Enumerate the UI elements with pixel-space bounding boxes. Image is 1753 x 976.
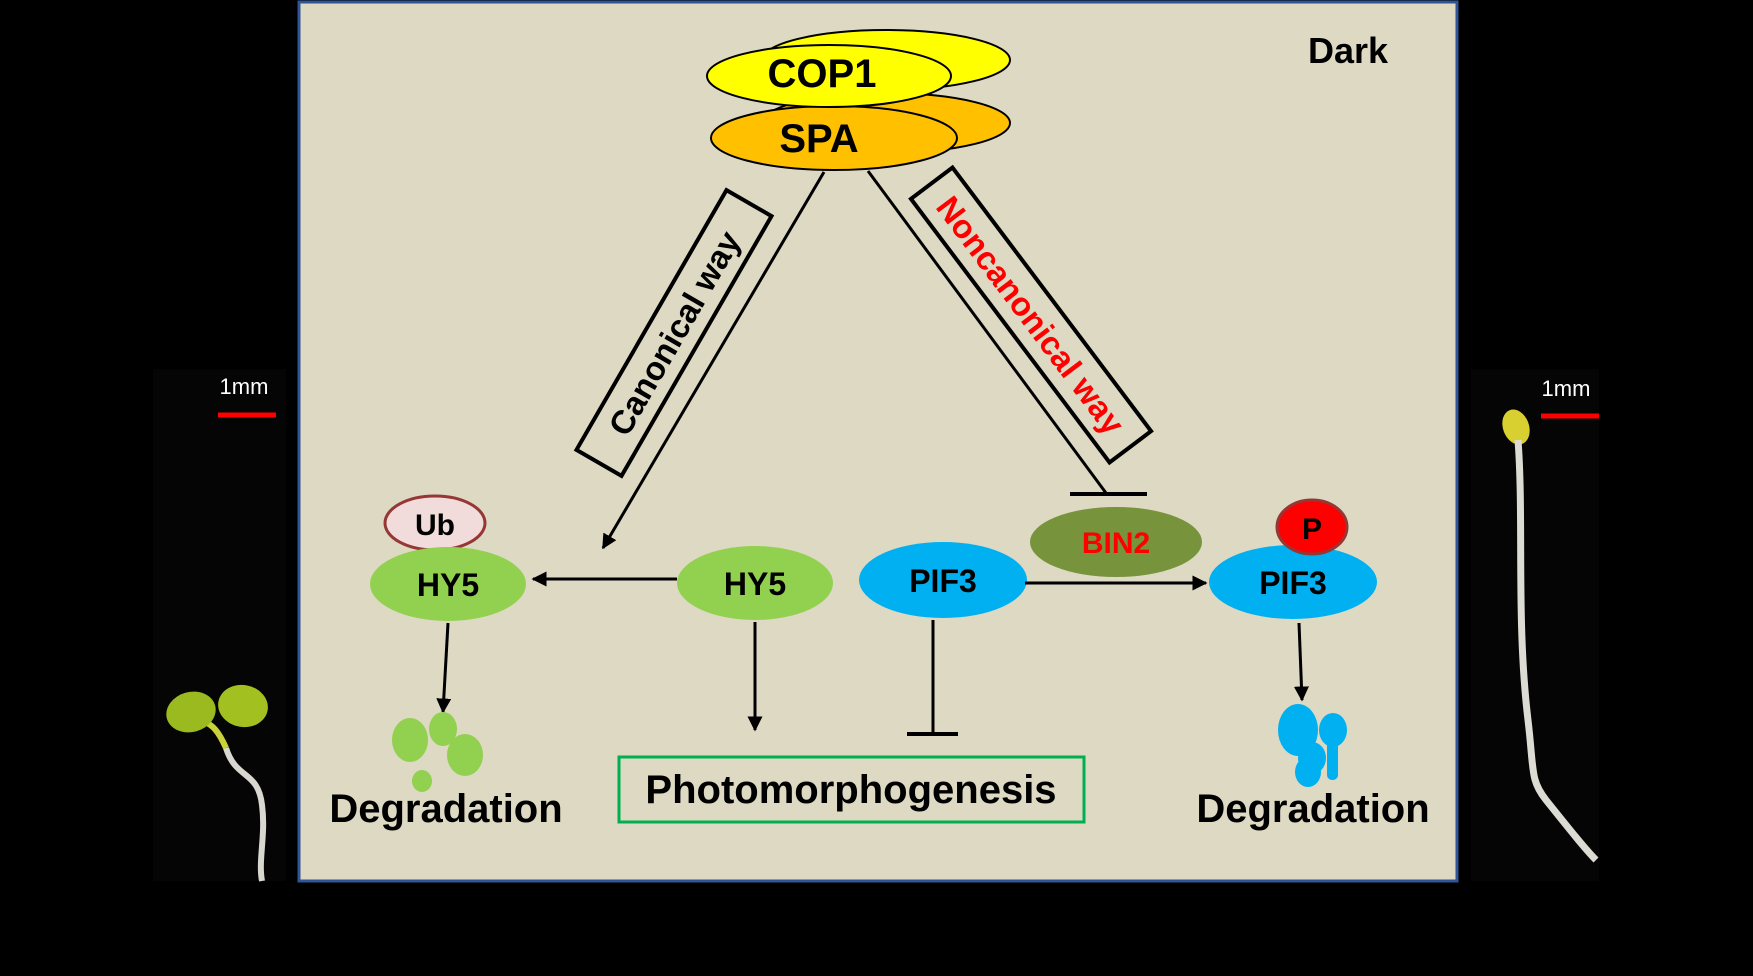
noncanonical-inhibition-line bbox=[866, 170, 1108, 494]
p-label: P bbox=[1302, 513, 1322, 546]
pif3-node bbox=[859, 542, 1027, 618]
pif3-p-label: PIF3 bbox=[1259, 565, 1327, 601]
cop1-spa-complex: COP1 SPA bbox=[706, 29, 1011, 171]
hy5-ub-label: HY5 bbox=[417, 567, 479, 603]
spa-label: SPA bbox=[779, 117, 858, 161]
pif3-label: PIF3 bbox=[909, 563, 977, 599]
pif3-degradation-arrow bbox=[1293, 622, 1309, 702]
pif3-p-node bbox=[1209, 545, 1377, 619]
photomorphogenesis-box bbox=[617, 755, 1086, 824]
p-node bbox=[1275, 498, 1349, 556]
scale-label-left: 1mm bbox=[220, 374, 269, 399]
bin2-node bbox=[1030, 507, 1202, 577]
hy5-node bbox=[677, 546, 833, 620]
seedling-photo-right: 1mm bbox=[1471, 369, 1599, 881]
condition-label: Dark bbox=[1308, 30, 1389, 71]
left-degradation-label: Degradation bbox=[329, 787, 562, 831]
cop1-node bbox=[706, 44, 952, 108]
right-degradation-label: Degradation bbox=[1196, 787, 1429, 831]
hy5-degradation-arrow bbox=[436, 622, 452, 714]
seedling-photo-left: 1mm bbox=[153, 369, 286, 882]
bin2-label: BIN2 bbox=[1082, 527, 1150, 560]
photomorphogenesis-label: Photomorphogenesis bbox=[645, 768, 1056, 812]
pif3-degradation-fragments bbox=[1278, 704, 1347, 787]
canonical-arrow bbox=[601, 171, 826, 550]
hy5-label: HY5 bbox=[724, 566, 786, 602]
cop1-label: COP1 bbox=[768, 52, 877, 96]
hy5-ub-node bbox=[370, 547, 526, 621]
hy5-degradation-fragments bbox=[392, 712, 483, 792]
scale-label-right: 1mm bbox=[1542, 376, 1591, 401]
ub-label: Ub bbox=[415, 509, 455, 542]
